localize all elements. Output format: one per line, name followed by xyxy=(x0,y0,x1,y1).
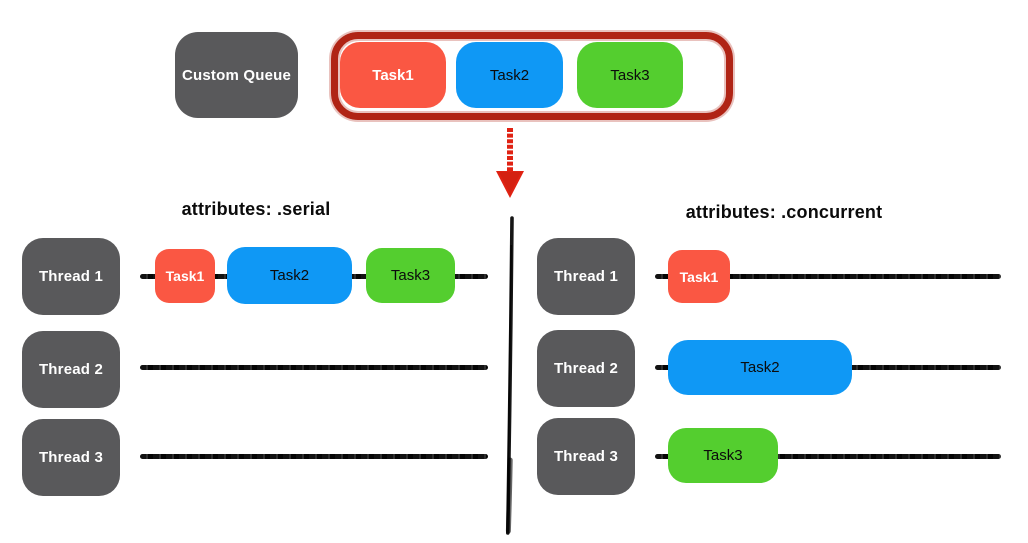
queue-tasks-outline: Task1 Task2 Task3 xyxy=(331,32,733,120)
concurrent-panel-title: attributes: .concurrent xyxy=(685,202,883,222)
concurrent-thread1-label: Thread 1 xyxy=(553,268,619,285)
down-arrow-icon xyxy=(492,126,528,200)
concurrent-thread2-label: Thread 2 xyxy=(553,360,619,377)
concurrent-task1-label: Task1 xyxy=(679,268,719,285)
queue-task2-box: Task2 xyxy=(456,42,563,108)
concurrent-thread3-box: Thread 3 xyxy=(537,418,635,495)
serial-thread3-label: Thread 3 xyxy=(38,449,104,466)
serial-thread1-box: Thread 1 xyxy=(22,238,120,315)
queue-task2-label: Task2 xyxy=(489,66,530,84)
queue-task3-label: Task3 xyxy=(610,66,650,84)
serial-task1-label: Task1 xyxy=(165,268,205,284)
serial-thread3-timeline xyxy=(140,454,488,459)
serial-panel-title: attributes: .serial xyxy=(181,199,331,219)
concurrent-task3-box: Task3 xyxy=(668,428,778,483)
queue-task1-label: Task1 xyxy=(372,66,414,84)
concurrent-thread1-timeline xyxy=(655,274,1001,279)
serial-thread2-label: Thread 2 xyxy=(38,361,104,378)
queue-task3-box: Task3 xyxy=(577,42,683,108)
serial-thread3-box: Thread 3 xyxy=(22,419,120,496)
serial-task3-box: Task3 xyxy=(366,248,455,303)
serial-task2-box: Task2 xyxy=(227,247,352,304)
concurrent-thread3-label: Thread 3 xyxy=(553,448,619,465)
concurrent-task2-box: Task2 xyxy=(668,340,852,395)
concurrent-task2-label: Task2 xyxy=(740,359,780,376)
concurrent-task3-label: Task3 xyxy=(703,447,743,464)
serial-task1-box: Task1 xyxy=(155,249,215,303)
serial-thread1-label: Thread 1 xyxy=(38,268,104,285)
divider-line xyxy=(498,215,522,537)
custom-queue-label: Custom Queue xyxy=(181,66,292,84)
concurrent-task1-box: Task1 xyxy=(668,250,730,303)
concurrent-thread3-timeline xyxy=(655,454,1001,459)
serial-thread2-timeline xyxy=(140,365,488,370)
queue-task1-box: Task1 xyxy=(340,42,446,108)
concurrent-thread1-box: Thread 1 xyxy=(537,238,635,315)
concurrent-thread2-box: Thread 2 xyxy=(537,330,635,407)
custom-queue-box: Custom Queue xyxy=(175,32,298,118)
serial-task2-label: Task2 xyxy=(269,267,310,284)
serial-task3-label: Task3 xyxy=(390,267,431,284)
serial-thread2-box: Thread 2 xyxy=(22,331,120,408)
